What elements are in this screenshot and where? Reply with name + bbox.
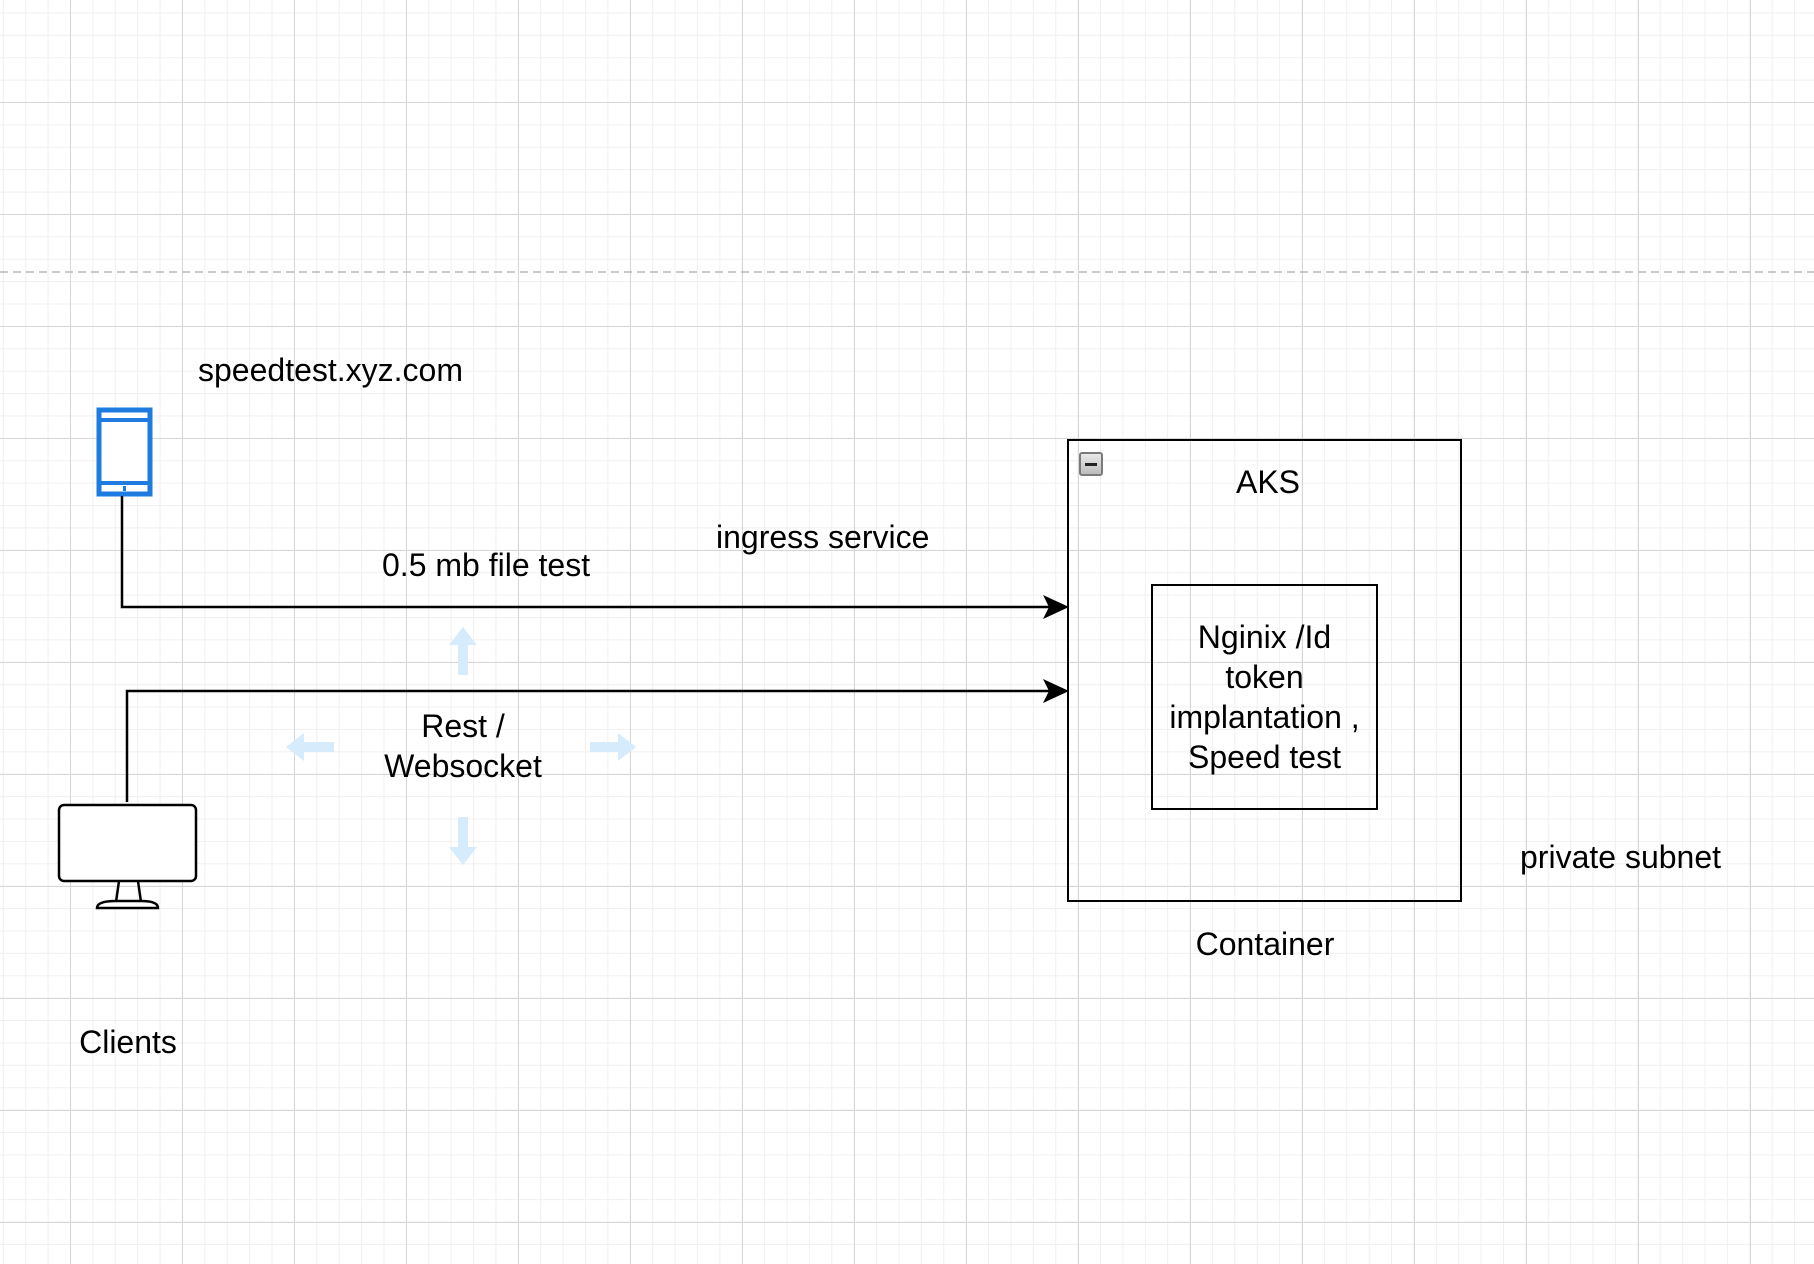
phone-to-aks-connector[interactable] (120, 496, 1055, 609)
aks-container[interactable] (1067, 439, 1462, 902)
move-arrow-up[interactable] (449, 627, 477, 675)
desktop-monitor-icon[interactable] (57, 803, 198, 910)
monitor-connector-arrowhead (1043, 679, 1069, 703)
private-subnet-label: private subnet (1520, 839, 1722, 875)
move-arrow-right[interactable] (590, 733, 636, 761)
nginx-speedtest-box[interactable] (1151, 584, 1378, 810)
aks-title: AKS (1235, 464, 1301, 500)
ingress-label: ingress service (716, 519, 930, 555)
move-arrow-down[interactable] (449, 817, 477, 865)
file-test-label: 0.5 mb file test (382, 547, 591, 583)
nginx-speedtest-label: Nginix /Id token implantation , Speed te… (1169, 618, 1360, 775)
mobile-phone-icon[interactable] (96, 407, 153, 497)
collapse-icon[interactable] (1079, 452, 1103, 476)
rest-websocket-label: Rest / Websocket (384, 708, 542, 784)
move-arrow-left[interactable] (286, 733, 334, 761)
phone-connector-arrowhead (1043, 595, 1069, 619)
clients-label: Clients (79, 1024, 177, 1060)
container-label: Container (1195, 926, 1335, 962)
domain-label: speedtest.xyz.com (198, 352, 463, 388)
monitor-to-aks-connector[interactable] (125, 689, 1055, 802)
